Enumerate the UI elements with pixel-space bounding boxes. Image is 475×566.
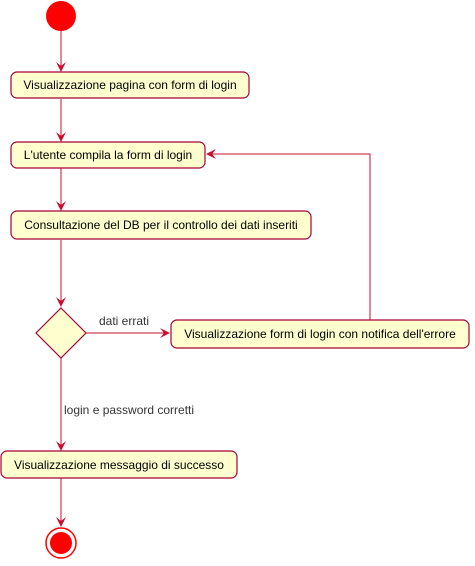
- activity-label-a2: L'utente compila la form di login: [24, 148, 192, 162]
- activity-label-a5: Visualizzazione messaggio di successo: [14, 458, 224, 472]
- activity-label-a3: Consultazione del DB per il controllo de…: [24, 218, 297, 232]
- activity-label-a1: Visualizzazione pagina con form di login: [23, 78, 236, 92]
- branch-label-true: login e password corretti: [64, 403, 194, 417]
- edge-a4-a2: [206, 149, 371, 320]
- activity-node-a1: Visualizzazione pagina con form di login: [10, 71, 250, 99]
- start-node: [46, 1, 76, 31]
- activity-node-a3: Consultazione del DB per il controllo de…: [10, 210, 312, 240]
- activity-label-a4: Visualizzazione form di login con notifi…: [184, 327, 456, 341]
- decision-node: [35, 307, 87, 359]
- end-node: [45, 527, 77, 559]
- activity-node-a2: L'utente compila la form di login: [10, 141, 206, 169]
- activity-node-a5: Visualizzazione messaggio di successo: [0, 450, 238, 479]
- activity-node-a4: Visualizzazione form di login con notifi…: [170, 319, 470, 349]
- branch-label-false: dati errati: [99, 314, 149, 328]
